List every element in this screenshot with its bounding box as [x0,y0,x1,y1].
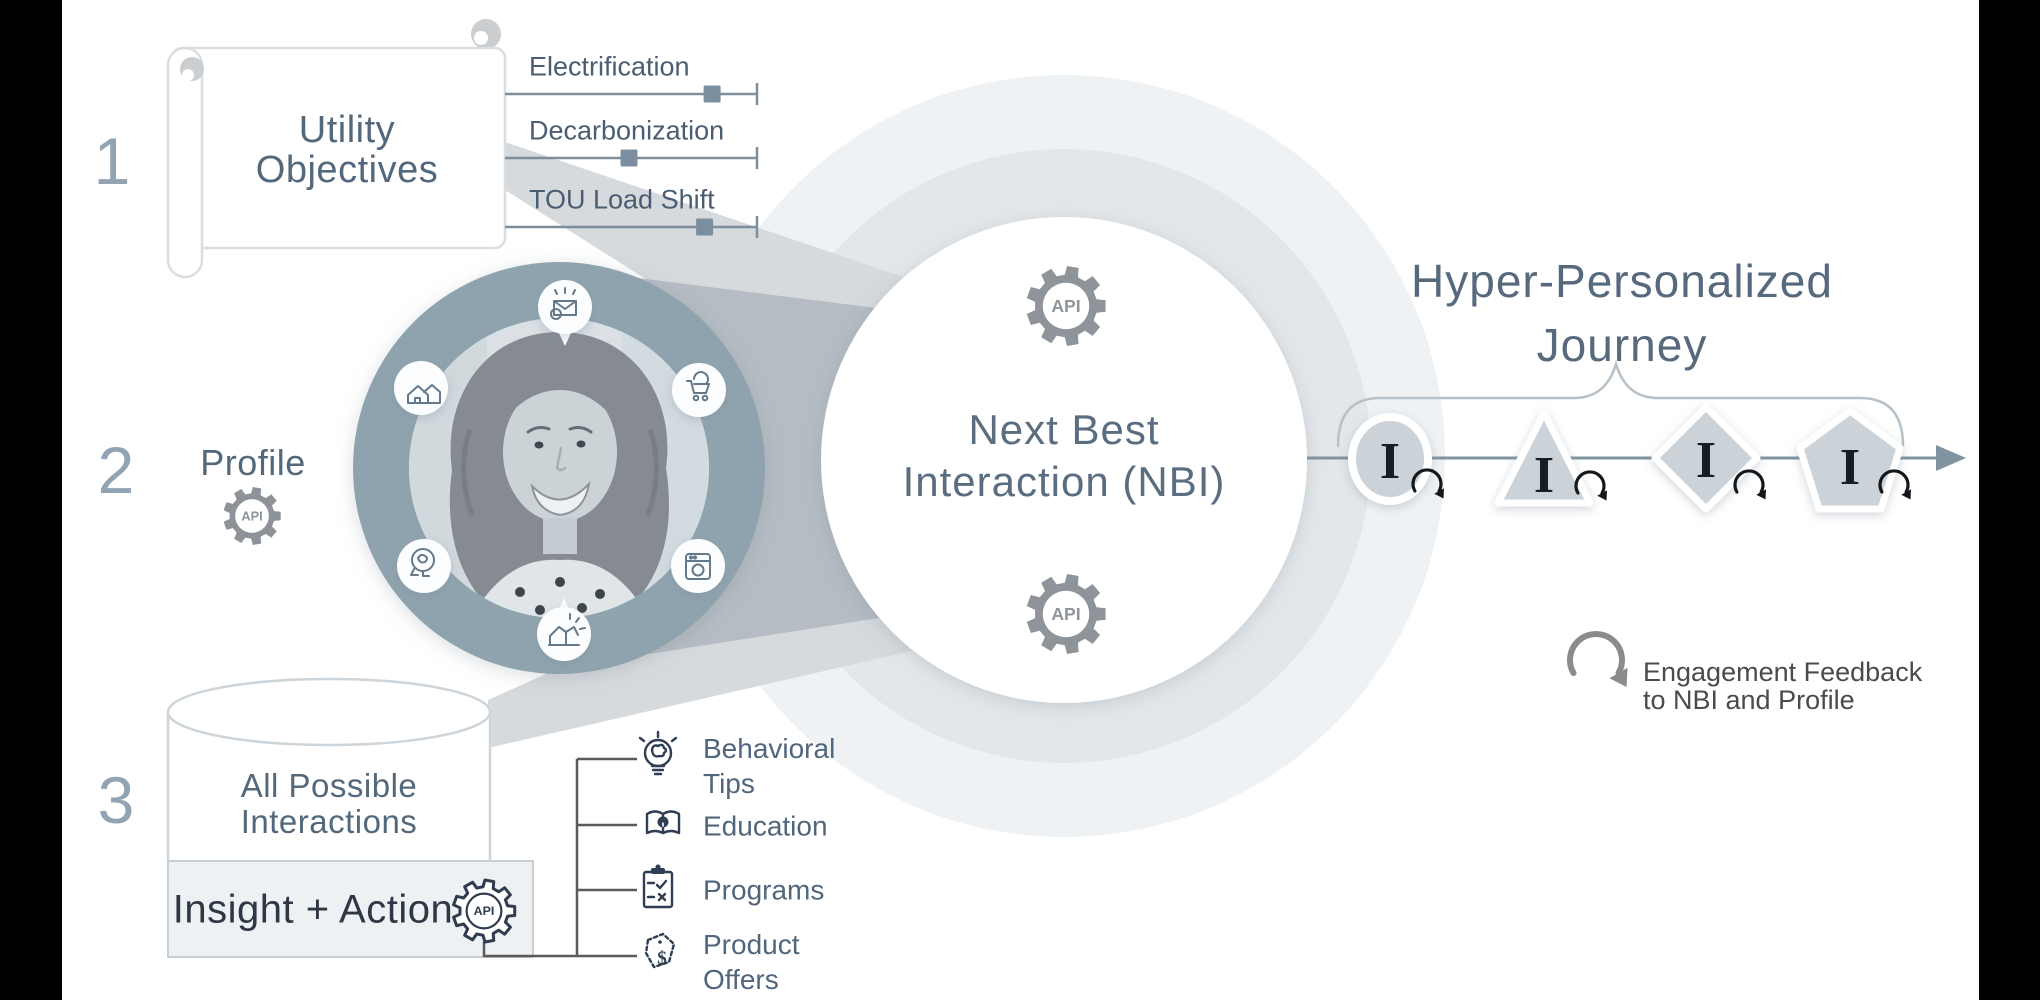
journey-step-pentagon [1796,407,1904,513]
slider-handle [703,85,721,103]
slider-handle [620,149,638,167]
left-letterbox-bar [0,0,62,1000]
brace-icon [1336,359,1905,448]
svg-text:API: API [1051,604,1080,624]
slider-label-tou-load-shift: TOU Load Shift [529,184,715,215]
slider-label-decarbonization: Decarbonization [529,115,725,146]
mind-icon [410,548,435,577]
refresh-loop-icon [1733,469,1766,500]
refresh-loop-icon [1411,468,1444,499]
interaction-label: I [1696,432,1716,489]
book-icon [645,810,681,835]
refresh-loop-icon [1567,630,1628,687]
smart-home-icon [548,613,586,646]
svg-text:API: API [474,904,495,918]
journey-step-triangle [1494,409,1594,507]
all-possible-interactions-db [166,677,492,862]
api-gear-outline-icon: API [452,878,517,944]
profile-attribute-badges [394,280,726,661]
svg-text:API: API [241,509,262,524]
step-number-1: 1 [93,124,131,198]
houses-icon [407,384,441,404]
bulb-brain-icon [638,730,678,776]
api-gear-icon: API [1026,574,1106,654]
refresh-loop-icon [1574,470,1607,501]
api-gear-icon: API [223,487,281,545]
journey-steps: I I I I [1348,403,1904,513]
clipboard-icon [642,864,674,909]
interaction-label: I [1840,439,1860,496]
objective-sliders [505,83,759,238]
journey-step-diamond [1651,403,1761,513]
price-tag-icon: $ [644,932,676,969]
interaction-label: I [1534,447,1554,504]
slider-track [505,216,759,238]
slider-label-electrification: Electrification [529,51,690,82]
svg-text:$: $ [657,948,667,969]
right-letterbox-bar [1979,0,2040,1000]
customer-profile-photo [353,262,765,674]
step-number-3: 3 [97,763,135,837]
utility-objectives-scroll [166,19,507,279]
connector-tree [482,757,637,958]
slider-handle [696,218,714,236]
journey-step-circle [1348,413,1432,505]
step-number-2: 2 [97,433,135,507]
offer-label-education: Education [703,810,828,842]
bill-icon [550,287,577,320]
nbi-core-circle [821,217,1307,703]
profile-label: Profile [200,442,306,483]
interaction-label: I [1380,433,1400,490]
appliance-icon [685,553,711,580]
portrait-image [409,318,709,618]
shopping-cart-icon [686,371,710,402]
refresh-loop-icon [1878,469,1911,500]
offer-label-programs: Programs [703,874,825,906]
svg-text:API: API [1051,296,1080,316]
arrow-right-icon [1936,445,1966,471]
api-gear-icon: API [1026,266,1106,346]
insight-action-label: Insight + Action [172,887,454,932]
